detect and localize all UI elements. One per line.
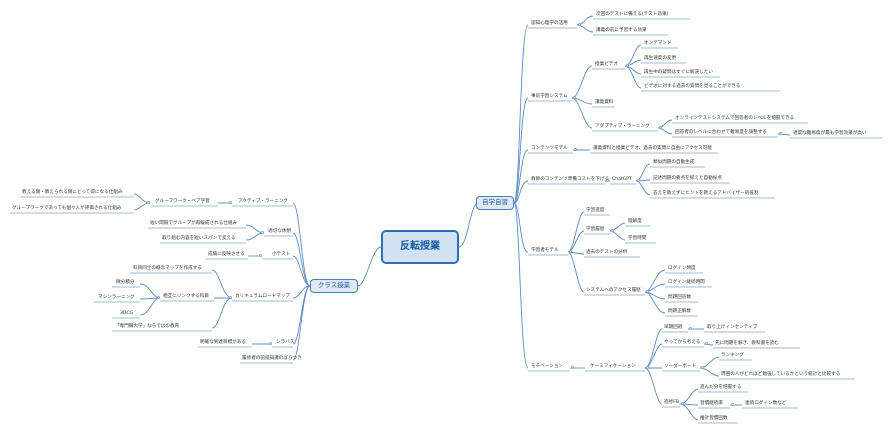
node-knowledge-variance[interactable]: 履修者の前提知識のばらつき bbox=[242, 356, 302, 361]
collapse-toggle-icon[interactable] bbox=[157, 296, 160, 299]
node-answer-count[interactable]: 問題回答数 bbox=[668, 295, 691, 300]
node-correct-count[interactable]: 問題正解数 bbox=[668, 309, 691, 314]
node-clear-goals[interactable]: 明確な到達目標がある bbox=[200, 340, 246, 345]
node-online-test-level[interactable]: オンラインテストシステムで回答者のレベルを把握できる bbox=[675, 116, 795, 121]
node-lecture-video[interactable]: 授業ビデオ bbox=[595, 62, 618, 67]
central-topic[interactable]: 反転授業 bbox=[381, 230, 459, 264]
node-ranking[interactable]: ランキング bbox=[721, 353, 744, 358]
node-adjust-difficulty[interactable]: 回答者のレベルに合わせて難易度を調整する bbox=[675, 130, 767, 135]
node-group-work[interactable]: グループワーク・ペア学習 bbox=[155, 199, 210, 204]
node-curriculum-roadmap[interactable]: カリキュラムロードマップ bbox=[235, 294, 290, 299]
node-professional-university[interactable]: 「専門職大学」ならではの教育 bbox=[115, 324, 180, 329]
node-login-streak[interactable]: 連続ログイン数など bbox=[745, 401, 787, 406]
node-mutual-benefit[interactable]: 教える側・教えられる側にとって得になる仕組み bbox=[22, 190, 123, 195]
node-habit-rate[interactable]: 習慣継続率 bbox=[700, 401, 723, 406]
node-active-learning[interactable]: アクティブ・ラーニング bbox=[238, 199, 289, 204]
node-login-frequency[interactable]: ログイン頻度 bbox=[668, 266, 696, 271]
collapse-toggle-icon[interactable] bbox=[229, 296, 232, 299]
node-learner-model[interactable]: 学習者モデル bbox=[531, 248, 559, 253]
node-concept-map[interactable]: 科目同士の概念マップを作成する bbox=[133, 266, 202, 271]
node-lecture-materials[interactable]: 講義資料 bbox=[595, 100, 614, 105]
node-optimal-difficulty[interactable]: 適度な難易度が最も学習効果が高い bbox=[793, 131, 867, 136]
node-proper-breaks[interactable]: 適切な休憩 bbox=[268, 229, 291, 234]
collapse-toggle-icon[interactable] bbox=[626, 64, 629, 67]
collapse-toggle-icon[interactable] bbox=[705, 342, 708, 345]
node-hint-advisor[interactable]: 答えを教えずにヒントを教えるアドバイザー的役割 bbox=[653, 191, 759, 196]
node-past-test-analysis[interactable]: 過去のテストの分析 bbox=[586, 250, 628, 255]
node-learning-history[interactable]: 学習履歴 bbox=[586, 227, 605, 232]
node-try-first[interactable]: やってから考える bbox=[664, 340, 701, 345]
node-playback-speed[interactable]: 再生速度の変更 bbox=[644, 56, 677, 61]
node-individual-evaluation[interactable]: グループワークであっても個々人が評価される仕組み bbox=[12, 206, 122, 211]
collapse-toggle-icon[interactable] bbox=[701, 366, 704, 369]
collapse-toggle-icon[interactable] bbox=[269, 342, 272, 345]
node-access-history[interactable]: システムへのアクセス履歴 bbox=[586, 288, 641, 293]
collapse-toggle-icon[interactable] bbox=[578, 23, 581, 26]
node-gamification[interactable]: ゲーミフィケーション bbox=[590, 364, 636, 369]
node-regroup[interactable]: 短い間隔でグループが再編成される仕組み bbox=[150, 221, 238, 226]
node-progress-fb[interactable]: 進捗FB bbox=[664, 400, 679, 405]
node-past-questions[interactable]: ビデオに対する過去の質問を見ることができる bbox=[644, 84, 741, 89]
collapse-toggle-icon[interactable] bbox=[689, 327, 692, 330]
node-login-duration[interactable]: ログイン継続時間 bbox=[668, 280, 705, 285]
branch-class-lesson[interactable]: クラス授業 bbox=[310, 279, 358, 293]
collapse-toggle-icon[interactable] bbox=[646, 290, 649, 293]
collapse-toggle-icon[interactable] bbox=[637, 179, 640, 182]
collapse-toggle-icon[interactable] bbox=[606, 179, 609, 182]
collapse-toggle-icon[interactable] bbox=[229, 201, 232, 204]
node-free-access[interactable]: 講義資料と授業ビデオ、過去の質問に自由にアクセス可能 bbox=[593, 146, 712, 151]
node-auto-grading[interactable]: 記述問題の要点を抑えた自動採点 bbox=[653, 176, 722, 181]
collapse-toggle-icon[interactable] bbox=[731, 403, 734, 406]
node-understanding[interactable]: 理解度 bbox=[628, 219, 642, 224]
node-incentive[interactable]: 取り上げインセンティブ bbox=[707, 325, 758, 330]
node-on-demand[interactable]: オンデマンド bbox=[644, 41, 672, 46]
node-reflect-grades[interactable]: 成績に反映させる bbox=[208, 252, 245, 257]
node-chatgpt[interactable]: ChatGPT bbox=[612, 177, 632, 182]
node-linked-subjects[interactable]: 相互にリンクする科目 bbox=[163, 294, 209, 299]
node-quiz[interactable]: 小テスト bbox=[272, 252, 291, 257]
node-short-span[interactable]: 取り組む内容を短いスパンで変える bbox=[162, 236, 236, 241]
collapse-toggle-icon[interactable] bbox=[573, 96, 576, 99]
node-similar-problems[interactable]: 類似問題の自動生成 bbox=[653, 160, 695, 165]
node-solve-first[interactable]: 先に問題を解き、教科書を読む bbox=[715, 341, 779, 346]
node-machine-learning[interactable]: マシンラーニング bbox=[98, 295, 135, 300]
collapse-toggle-icon[interactable] bbox=[681, 402, 684, 405]
node-motivation[interactable]: モチベーション bbox=[531, 364, 564, 369]
collapse-toggle-icon[interactable] bbox=[659, 126, 662, 129]
collapse-toggle-icon[interactable] bbox=[259, 254, 262, 257]
collapse-toggle-icon[interactable] bbox=[147, 201, 150, 204]
node-early-avoid[interactable]: 早期回避 bbox=[664, 325, 683, 330]
node-syllabus[interactable]: シラバス bbox=[276, 340, 295, 345]
node-test-effect[interactable]: 次回のテストに備える(テスト効果) bbox=[596, 12, 669, 17]
node-cognitive-psychology[interactable]: 認知心理学の活用 bbox=[531, 21, 568, 26]
collapse-toggle-icon[interactable] bbox=[261, 231, 264, 234]
node-habit-count[interactable]: 推計習慣回数 bbox=[700, 416, 728, 421]
node-3dcg[interactable]: 3DCG bbox=[120, 311, 134, 316]
collapse-toggle-icon[interactable] bbox=[779, 132, 782, 135]
node-prelearning-system[interactable]: 事前学習システム bbox=[531, 94, 568, 99]
node-study-time[interactable]: 学習時間 bbox=[628, 236, 647, 241]
node-learning-progress[interactable]: 学習進度 bbox=[586, 208, 605, 213]
collapse-toggle-icon[interactable] bbox=[569, 250, 572, 253]
collapse-toggle-icon[interactable] bbox=[646, 366, 649, 369]
node-adaptive-learning[interactable]: アダプティブ・ラーニング bbox=[595, 124, 650, 129]
node-reduce-teacher-cost[interactable]: 教師のコンテンツ準備コストを下げる bbox=[531, 177, 610, 182]
collapse-toggle-icon[interactable] bbox=[571, 366, 574, 369]
node-calculus[interactable]: 微分積分 bbox=[116, 280, 135, 285]
collapse-toggle-icon[interactable] bbox=[611, 229, 614, 232]
node-resolve-questions[interactable]: 再生中の疑問はすぐに解決したい bbox=[644, 70, 713, 75]
node-track-progress[interactable]: 進んだ分を把握する bbox=[700, 385, 742, 390]
branch-self-study[interactable]: 自学自習 bbox=[476, 196, 514, 210]
node-peer-stats[interactable]: 周囲の人がどれほど勉強しているかという統計と比較する bbox=[721, 372, 841, 377]
collapse-toggle-icon[interactable] bbox=[574, 148, 577, 151]
node-content-model[interactable]: コンテンツモデル bbox=[531, 146, 568, 151]
node-preview-effect[interactable]: 講義の前に予習する効果 bbox=[596, 28, 647, 33]
node-leaderboard[interactable]: リーダーボード bbox=[664, 364, 697, 369]
